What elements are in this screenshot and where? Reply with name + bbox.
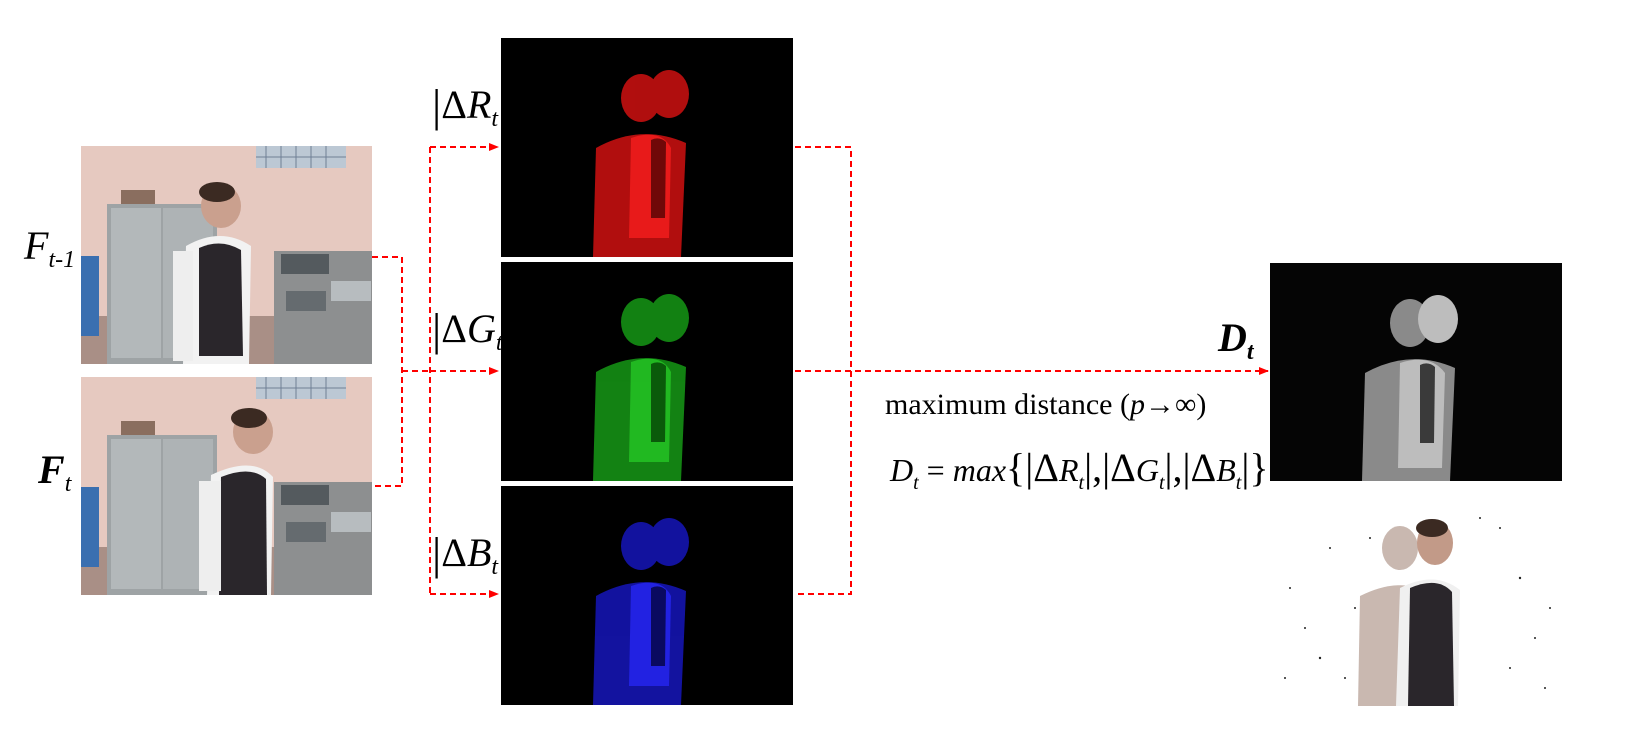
- output-subscript: t: [1246, 339, 1254, 365]
- caption-text-before: maximum distance (: [885, 388, 1130, 421]
- formula-func: max: [952, 452, 1007, 488]
- channel-blue-label: |ΔBt|: [432, 528, 508, 580]
- formula-term-r: R: [1058, 452, 1079, 488]
- channel-green-letter: G: [466, 306, 496, 351]
- formula-term-b-sub: t: [1235, 472, 1242, 494]
- formula-lhs-sub: t: [913, 472, 919, 494]
- caption-max-distance: maximum distance (p→∞): [885, 390, 1206, 420]
- connector-prev-frame: [372, 256, 403, 487]
- output-distance-image: [1270, 263, 1562, 481]
- channel-red-label: |ΔRt|: [432, 80, 508, 132]
- channel-blue-image: [501, 486, 793, 705]
- channel-green-label: |ΔGt|: [432, 304, 512, 356]
- frame-prev-letter: F: [24, 223, 49, 268]
- channel-green-image: [501, 262, 793, 481]
- formula-equals: =: [918, 452, 953, 488]
- channel-green-subscript: t: [495, 330, 503, 356]
- frame-prev-label: Ft-1: [24, 223, 75, 273]
- caption-arrow: →: [1144, 388, 1175, 421]
- frame-curr-subscript: t: [64, 471, 72, 497]
- connector-from-red: [795, 146, 852, 595]
- output-label: Dt: [1218, 315, 1254, 365]
- channel-red-subscript: t: [491, 106, 499, 132]
- caption-text-after: ): [1196, 388, 1207, 421]
- channel-blue-subscript: t: [491, 554, 499, 580]
- frame-prev-subscript: t-1: [48, 247, 76, 273]
- caption-var: p: [1129, 388, 1145, 421]
- frame-curr-letter: F: [38, 447, 65, 492]
- formula-max: Dt = max{|ΔRt|,|ΔGt|,|ΔBt|}: [890, 445, 1269, 494]
- formula-term-g: G: [1135, 452, 1159, 488]
- frame-curr-image: [81, 377, 372, 595]
- channel-red-image: [501, 38, 793, 257]
- formula-term-r-sub: t: [1078, 472, 1085, 494]
- thresholded-result-image: [1270, 488, 1562, 706]
- frame-curr-label: Ft: [38, 447, 71, 497]
- formula-lhs: D: [890, 452, 914, 488]
- channel-red-letter: R: [466, 82, 492, 127]
- formula-term-b: B: [1216, 452, 1236, 488]
- caption-infinity: ∞: [1174, 388, 1197, 421]
- output-letter: D: [1218, 315, 1247, 360]
- channel-blue-letter: B: [466, 530, 492, 575]
- formula-term-g-sub: t: [1158, 472, 1165, 494]
- frame-prev-image: [81, 146, 372, 364]
